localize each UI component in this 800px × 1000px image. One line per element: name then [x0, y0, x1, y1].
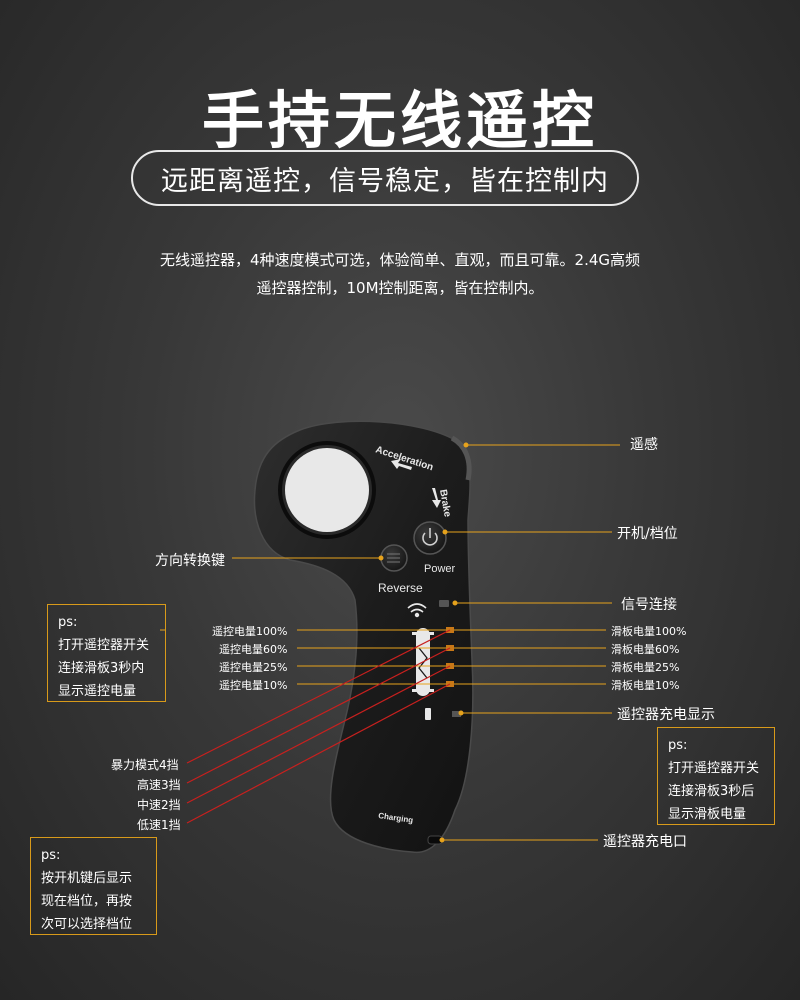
label-remote-battery-10: 遥控电量10%	[219, 679, 288, 692]
acceleration-arrow-icon	[391, 459, 412, 470]
label-sensor: 遥感	[630, 437, 658, 453]
reverse-grip-icon	[387, 553, 400, 563]
ps-box-line: 次可以选择档位	[41, 917, 133, 932]
ps-box-line: ps:	[41, 848, 61, 863]
page-title: 手持无线遥控	[201, 84, 598, 157]
label-remote-battery-60: 遥控电量60%	[219, 643, 288, 656]
label-direction: 方向转换键	[155, 553, 225, 569]
wifi-icon	[407, 603, 427, 618]
label-speed-mode-2: 中速2挡	[137, 798, 181, 812]
label-board-battery-25: 滑板电量25%	[611, 661, 680, 674]
label-remote-battery-100: 遥控电量100%	[212, 625, 288, 638]
label-speed-mode-4: 暴力模式4挡	[111, 758, 179, 772]
ps-box-line: ps:	[58, 615, 78, 630]
thumb-wheel[interactable]	[450, 435, 472, 481]
ps-box-line: 连接滑板3秒后	[668, 784, 755, 799]
ps-box-line: 现在档位，再按	[41, 894, 133, 909]
description-line-2: 遥控器控制，10M控制距离，皆在控制内。	[256, 279, 544, 297]
label-speed-mode-3: 高速3挡	[137, 778, 181, 792]
battery-small-icon	[425, 708, 431, 720]
label-power-gear: 开机/档位	[617, 526, 678, 542]
label-charge-display: 遥控器充电显示	[617, 707, 715, 723]
reverse-label: Reverse	[378, 581, 423, 595]
power-label: Power	[424, 563, 456, 575]
label-remote-battery-25: 遥控电量25%	[219, 661, 288, 674]
power-icon	[422, 532, 438, 546]
ps-box-line: 显示滑板电量	[668, 807, 747, 822]
ps-box-left-top: ps: 打开遥控器开关 连接滑板3秒内 显示遥控电量	[47, 604, 166, 702]
label-charge-port: 遥控器充电口	[603, 834, 687, 850]
signal-led	[439, 600, 449, 607]
brake-arrow-icon	[432, 488, 441, 508]
charge-led	[452, 711, 461, 717]
subtitle-pill: 远距离遥控，信号稳定，皆在控制内	[131, 150, 639, 206]
ps-box-line: 连接滑板3秒内	[58, 661, 145, 676]
label-board-battery-10: 滑板电量10%	[611, 679, 680, 692]
ps-box-left-bottom: ps: 按开机键后显示 现在档位，再按 次可以选择档位	[30, 837, 157, 935]
brake-label: Brake	[437, 489, 453, 519]
callout-lines	[160, 442, 620, 843]
label-speed-mode-1: 低速1挡	[137, 818, 181, 832]
label-board-battery-100: 滑板电量100%	[611, 625, 687, 638]
description-line-1: 无线遥控器，4种速度模式可选，体验简单、直观，而且可靠。2.4G高频	[159, 251, 641, 269]
ps-box-line: 显示遥控电量	[58, 684, 137, 699]
ps-box-line: 打开遥控器开关	[668, 761, 760, 776]
ps-box-line: 按开机键后显示	[41, 871, 133, 886]
label-board-battery-60: 滑板电量60%	[611, 643, 680, 656]
ps-box-line: 打开遥控器开关	[58, 638, 150, 653]
ps-box-right: ps: 打开遥控器开关 连接滑板3秒后 显示滑板电量	[657, 727, 775, 825]
speed-mode-lines	[186, 629, 451, 824]
label-signal: 信号连接	[621, 597, 677, 613]
ps-box-line: ps:	[668, 738, 688, 753]
description: 无线遥控器，4种速度模式可选，体验简单、直观，而且可靠。2.4G高频 遥控器控制…	[0, 246, 800, 302]
